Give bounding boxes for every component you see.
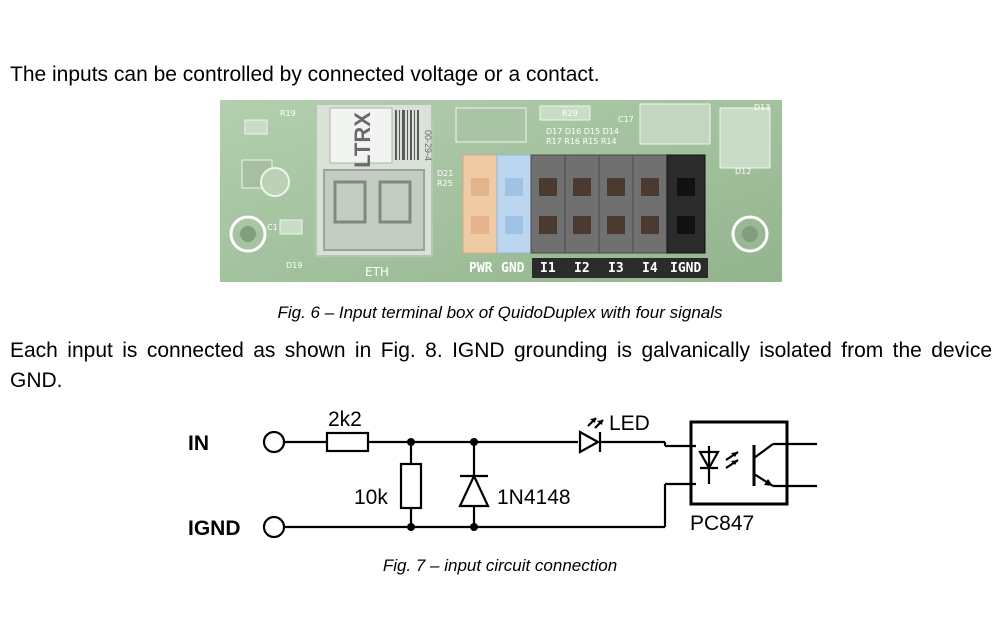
intro-paragraph: The inputs can be controlled by connecte…: [10, 63, 600, 86]
r19-label: R19: [280, 109, 296, 118]
figure7-caption: Fig. 7 – input circuit connection: [382, 556, 618, 575]
series-resistor-label: 2k2: [328, 408, 362, 431]
date-code-label: 00-29-4: [423, 130, 433, 161]
terminal-i4: [632, 154, 668, 254]
i4-label: I4: [642, 261, 658, 276]
opto-led-icon: [698, 450, 720, 471]
terminal-box-photo: LTRX 00-29-4 R19 R29 C17 D17: [220, 100, 782, 282]
pwr-label: PWR: [469, 261, 493, 276]
d13-label: D13: [754, 103, 770, 112]
d12-label: D12: [735, 167, 751, 176]
terminal-i1: [530, 154, 566, 254]
mounting-hole: [229, 215, 267, 253]
diode-label: 1N4148: [497, 486, 571, 509]
series-resistor: [325, 431, 370, 453]
c17-label: C17: [618, 115, 634, 124]
protection-diode: [458, 473, 490, 508]
optocoupler-label: PC847: [690, 512, 754, 535]
capacitor: [260, 167, 290, 197]
ignd-terminal-label: IGND: [670, 261, 701, 276]
terminal-pwr: [462, 154, 498, 254]
junction-dot: [407, 523, 415, 531]
terminal-gnd: [496, 154, 532, 254]
led-label: LED: [609, 412, 650, 435]
r29-label: R29: [562, 109, 578, 118]
terminal-i3: [598, 154, 634, 254]
eth-label: ETH: [365, 265, 389, 279]
junction-dot: [470, 438, 478, 446]
c1-label: C1: [267, 223, 278, 232]
ltrx-label: LTRX: [350, 112, 375, 168]
optocoupler: [689, 420, 789, 506]
i2-label: I2: [574, 261, 590, 276]
light-arrow-icon: [725, 451, 739, 461]
junction-dot: [407, 438, 415, 446]
in-label: IN: [188, 432, 209, 455]
r25-label: R25: [437, 179, 453, 188]
ignd-terminal: [262, 515, 286, 539]
resistor-row-label: R17 R16 R15 R14: [546, 137, 617, 146]
figure6-caption: Fig. 6 – Input terminal box of QuidoDupl…: [277, 303, 723, 322]
barcode: [395, 110, 419, 160]
ignd-label: IGND: [188, 517, 241, 540]
gnd-label: GND: [501, 261, 525, 276]
d21-label: D21: [437, 169, 453, 178]
led-symbol: [578, 430, 601, 454]
i1-label: I1: [540, 261, 556, 276]
d19-label: D19: [286, 261, 302, 270]
diode-row-label: D17 D16 D15 D14: [546, 127, 619, 136]
terminal-block: [462, 154, 706, 254]
connection-paragraph: Each input is connected as shown in Fig.…: [10, 339, 992, 392]
junction-dot: [470, 523, 478, 531]
shunt-resistor: [399, 462, 423, 510]
terminal-i2: [564, 154, 600, 254]
in-terminal: [262, 430, 286, 454]
terminal-ignd: [666, 154, 706, 254]
shunt-resistor-label: 10k: [354, 486, 388, 509]
i3-label: I3: [608, 261, 624, 276]
mounting-hole: [731, 215, 769, 253]
